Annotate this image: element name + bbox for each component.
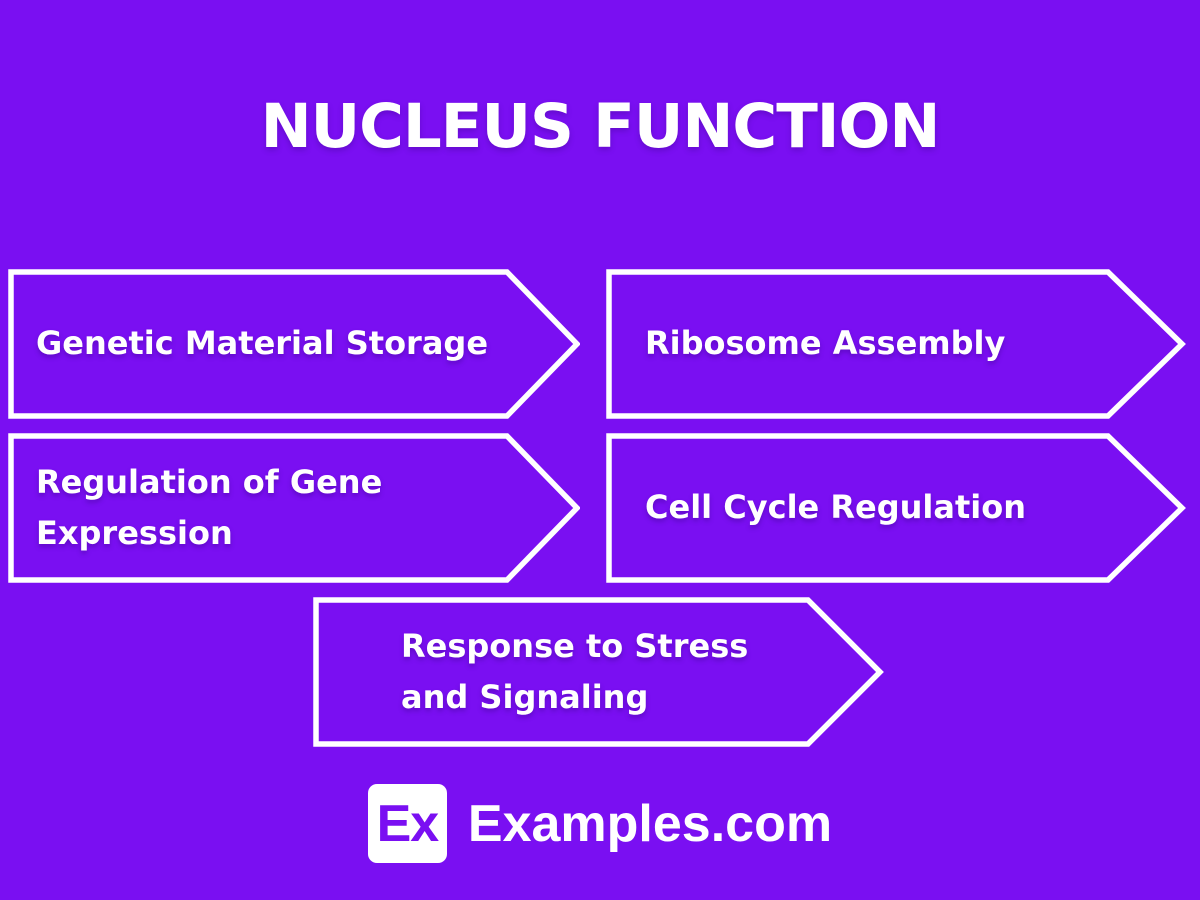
function-label-text: Regulation of Gene Expression bbox=[36, 462, 383, 552]
function-label-text: Ribosome Assembly bbox=[645, 324, 1006, 363]
footer: Ex Examples.com bbox=[0, 784, 1200, 863]
function-label-text: Cell Cycle Regulation bbox=[645, 488, 1027, 527]
logo-text: Ex bbox=[376, 794, 440, 853]
function-box-ribosome-assembly: Ribosome Assembly bbox=[606, 269, 1186, 419]
function-box-regulation-of-gene-expression: Regulation of Gene Expression bbox=[8, 433, 580, 583]
arrow-shape bbox=[8, 433, 580, 583]
function-box-cell-cycle-regulation: Cell Cycle Regulation bbox=[606, 433, 1186, 583]
function-label: Response to Stress and Signaling bbox=[313, 597, 773, 747]
site-name: Examples.com bbox=[467, 794, 833, 853]
page-title: NUCLEUS FUNCTION bbox=[260, 91, 941, 162]
function-label: Cell Cycle Regulation bbox=[606, 433, 1026, 583]
function-label: Ribosome Assembly bbox=[606, 269, 1005, 419]
function-label: Regulation of Gene Expression bbox=[8, 433, 416, 583]
function-box-response-to-stress-and-signaling: Response to Stress and Signaling bbox=[313, 597, 885, 747]
function-label: Genetic Material Storage bbox=[8, 269, 488, 419]
arrow-shape bbox=[313, 597, 884, 747]
arrow-shape bbox=[8, 269, 580, 419]
function-box-genetic-material-storage: Genetic Material Storage bbox=[8, 269, 580, 419]
arrow-shape bbox=[606, 269, 1186, 419]
function-label-text: Response to Stress and Signaling bbox=[401, 626, 749, 716]
arrow-shape bbox=[606, 433, 1186, 583]
examples-logo: Ex bbox=[367, 784, 447, 863]
function-label-text: Genetic Material Storage bbox=[36, 324, 489, 363]
